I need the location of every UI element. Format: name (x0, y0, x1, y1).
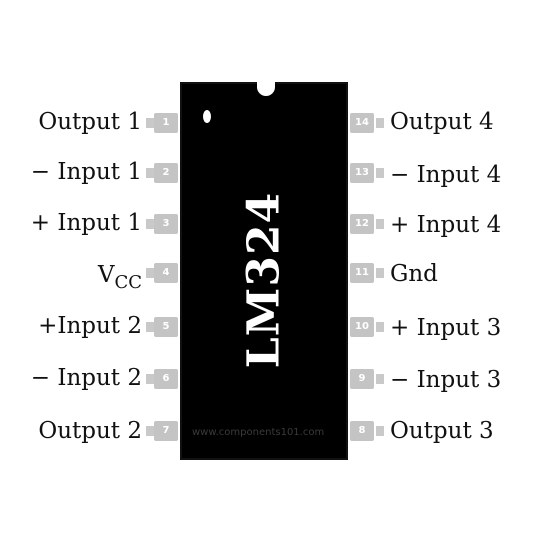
pin-label-output-4: Output 4 (390, 109, 494, 135)
pin-label-noninverting-input-2: +Input 2 (38, 313, 142, 339)
pin1-indicator-dot (203, 110, 211, 123)
pin-number: 14 (355, 117, 369, 128)
pin-number: 8 (358, 425, 366, 436)
pin-number: 1 (162, 117, 170, 128)
pin-number: 4 (162, 267, 170, 278)
pin-label-inverting-input-3: − Input 3 (390, 367, 502, 393)
pin-6: 6 (146, 369, 180, 389)
pin-2: 2 (146, 163, 180, 183)
pin-number: 7 (162, 425, 170, 436)
pin-11: 11 (350, 263, 384, 283)
pin-label-inverting-input-1: − Input 1 (30, 159, 142, 185)
pin-1: 1 (146, 113, 180, 133)
pin-label-gnd: Gnd (390, 261, 438, 287)
watermark: www.components101.com (192, 427, 325, 438)
pin-number: 2 (162, 167, 170, 178)
pin-8: 8 (350, 421, 384, 441)
pin-3: 3 (146, 214, 180, 234)
pin-number: 12 (355, 218, 369, 229)
pin-9: 9 (350, 369, 384, 389)
pin-label-noninverting-input-3: + Input 3 (390, 315, 502, 341)
pin-number: 6 (162, 373, 170, 384)
part-number: LM324 (238, 191, 290, 369)
vcc-main: V (97, 262, 115, 288)
pin-label-vcc: VCC (98, 262, 142, 296)
pin-12: 12 (350, 214, 384, 234)
pin-4: 4 (146, 263, 180, 283)
pin-number: 5 (162, 321, 170, 332)
pin-number: 3 (162, 218, 170, 229)
orientation-notch (257, 82, 275, 96)
pin-label-output-2: Output 2 (38, 418, 142, 444)
pin-label-noninverting-input-4: + Input 4 (390, 212, 502, 238)
pin-number: 10 (355, 321, 369, 332)
pin-label-inverting-input-2: − Input 2 (30, 365, 142, 391)
pin-5: 5 (146, 317, 180, 337)
pin-label-output-3: Output 3 (390, 418, 494, 444)
pin-7: 7 (146, 421, 180, 441)
pin-10: 10 (350, 317, 384, 337)
vcc-subscript: CC (114, 272, 142, 293)
pin-number: 13 (355, 167, 369, 178)
pin-number: 9 (358, 373, 366, 384)
pin-13: 13 (350, 163, 384, 183)
pin-label-output-1: Output 1 (38, 109, 142, 135)
pin-label-inverting-input-4: − Input 4 (390, 162, 502, 188)
pin-14: 14 (350, 113, 384, 133)
pin-label-noninverting-input-1: + Input 1 (30, 210, 142, 236)
pin-number: 11 (355, 267, 369, 278)
ic-package-body (180, 82, 348, 460)
